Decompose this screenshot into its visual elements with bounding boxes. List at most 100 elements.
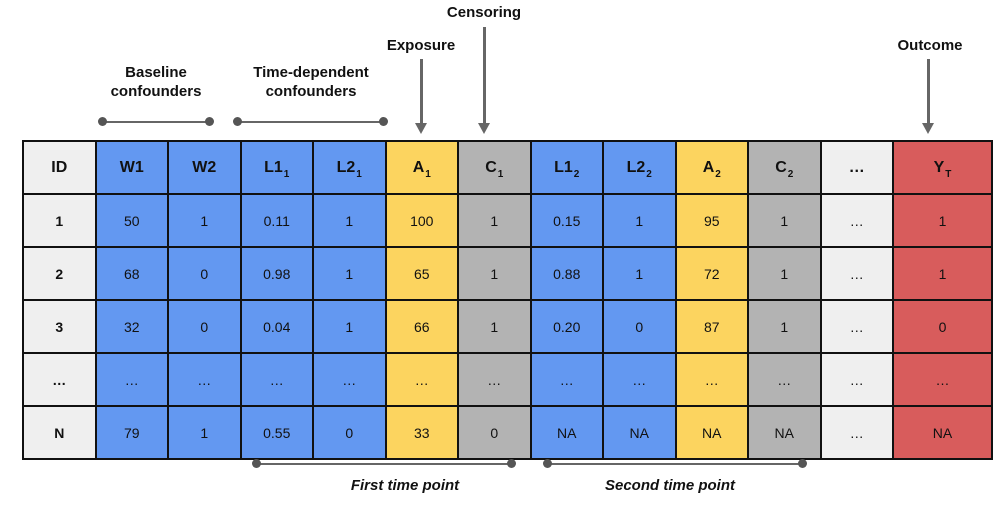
column-label: A: [702, 158, 715, 176]
column-label: L2: [626, 158, 646, 176]
table-cell: 0.11: [239, 193, 314, 248]
table-cell: 0: [312, 405, 387, 460]
column-label-subscript: 1: [425, 168, 431, 180]
table-cell: 68: [94, 246, 169, 301]
table-cell: 1: [167, 193, 242, 248]
table-cell: …: [239, 352, 314, 407]
column-label-subscript: 1: [283, 168, 290, 180]
column-header: L12: [529, 140, 604, 195]
table-cell: 1: [892, 193, 993, 248]
table-cell: 1: [747, 246, 822, 301]
table-cell: 1: [892, 246, 993, 301]
table-cell: 50: [94, 193, 169, 248]
table-cell: 1: [747, 299, 822, 354]
second-time-point-label: Second time point: [604, 477, 735, 494]
table-cell: 1: [457, 299, 532, 354]
censoring-label: Censoring: [446, 4, 522, 21]
column-label: A: [412, 158, 425, 176]
column-label: …: [848, 158, 865, 176]
column-header: ID: [22, 140, 97, 195]
table-cell: …: [602, 352, 677, 407]
column-label-subscript: 2: [715, 168, 721, 180]
table-cell: …: [457, 352, 532, 407]
table-cell: 1: [747, 193, 822, 248]
column-header: L22: [602, 140, 677, 195]
table-cell: 1: [602, 193, 677, 248]
column-label-subscript: T: [945, 168, 952, 180]
exposure-arrow-icon: [415, 59, 428, 134]
table-cell: 1: [457, 246, 532, 301]
table-cell: …: [819, 299, 894, 354]
table-cell: 65: [384, 246, 459, 301]
table-cell: …: [892, 352, 993, 407]
table-cell: 87: [674, 299, 749, 354]
table-cell: 1: [457, 193, 532, 248]
exposure-label: Exposure: [386, 37, 456, 54]
table-cell: 1: [312, 299, 387, 354]
baseline-confounders-label: Baseline confounders: [110, 64, 202, 100]
column-header: L21: [312, 140, 387, 195]
column-header: W1: [94, 140, 169, 195]
column-label: W2: [192, 158, 217, 176]
column-label: C: [485, 158, 497, 176]
table-cell: …: [674, 352, 749, 407]
table-row: …………………………………: [22, 352, 993, 407]
time-dependent-confounders-label: Time-dependent confounders: [253, 64, 369, 100]
table-cell: …: [384, 352, 459, 407]
column-label-subscript: 2: [787, 168, 794, 180]
column-label-subscript: 2: [573, 168, 580, 180]
table-cell: 32: [94, 299, 169, 354]
time-dependent-confounders-bracket: [233, 117, 388, 127]
table-cell: 0.04: [239, 299, 314, 354]
table-cell: 1: [312, 193, 387, 248]
table-cell: …: [819, 352, 894, 407]
table-cell: 33: [384, 405, 459, 460]
table-cell: …: [167, 352, 242, 407]
first-time-point-bracket: [252, 459, 516, 469]
column-header: W2: [167, 140, 242, 195]
table-cell: …: [747, 352, 822, 407]
table-cell: 100: [384, 193, 459, 248]
column-label-subscript: 1: [356, 168, 362, 180]
table-cell: 95: [674, 193, 749, 248]
table-cell: 79: [94, 405, 169, 460]
table-cell: 1: [602, 246, 677, 301]
table-cell: …: [312, 352, 387, 407]
baseline-confounders-bracket: [98, 117, 214, 127]
column-label: L1: [554, 158, 573, 176]
table-cell: NA: [602, 405, 677, 460]
table-cell: 1: [167, 405, 242, 460]
column-header: L11: [239, 140, 314, 195]
censoring-arrow-icon: [478, 27, 491, 134]
table-cell: …: [819, 193, 894, 248]
table-cell: 72: [674, 246, 749, 301]
table-cell: …: [22, 352, 97, 407]
table-cell: …: [819, 246, 894, 301]
table-cell: NA: [892, 405, 993, 460]
column-label: W1: [119, 158, 144, 176]
table-cell: 0.55: [239, 405, 314, 460]
column-label: ID: [51, 158, 68, 176]
table-cell: NA: [529, 405, 604, 460]
column-label: L1: [264, 158, 283, 176]
table-cell: …: [529, 352, 604, 407]
table-cell: 0.88: [529, 246, 604, 301]
table-cell: …: [819, 405, 894, 460]
table-cell: …: [94, 352, 169, 407]
table-cell: 0: [457, 405, 532, 460]
table-cell: N: [22, 405, 97, 460]
outcome-arrow-icon: [922, 59, 935, 134]
column-header: YT: [892, 140, 993, 195]
table-cell: 0.15: [529, 193, 604, 248]
first-time-point-label: First time point: [350, 477, 460, 494]
column-header: A1: [384, 140, 459, 195]
column-label-subscript: 1: [497, 168, 504, 180]
outcome-label: Outcome: [897, 37, 963, 54]
column-label: L2: [336, 158, 356, 176]
column-header: A2: [674, 140, 749, 195]
